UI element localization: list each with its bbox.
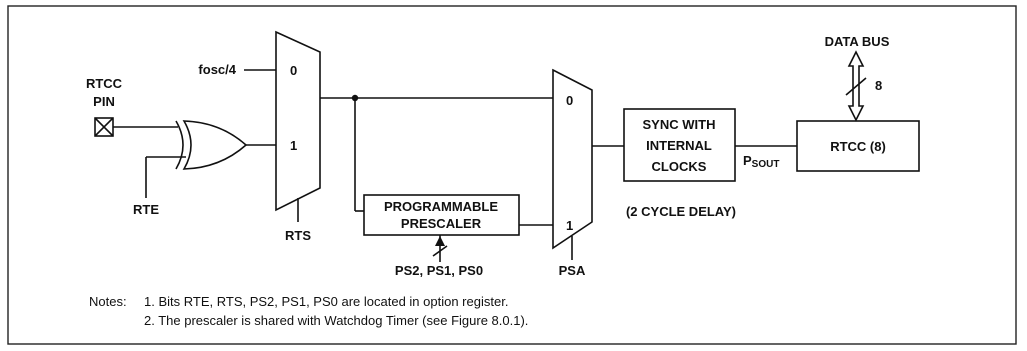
prescaler-box [363, 194, 520, 236]
mux-psa-input1-label: 1 [566, 218, 573, 233]
mux-psa [552, 68, 593, 250]
sync-label-line3: CLOCKS [652, 159, 707, 174]
note-2: 2. The prescaler is shared with Watchdog… [144, 313, 528, 328]
sync-delay-note: (2 CYCLE DELAY) [626, 204, 736, 219]
rtcc-register-label: RTCC (8) [830, 139, 886, 154]
note-1: 1. Bits RTE, RTS, PS2, PS1, PS0 are loca… [144, 294, 508, 309]
prescaler-control-arrow-icon [432, 235, 448, 262]
prescaler-label-line2: PRESCALER [401, 216, 482, 231]
mux-rts-input1-label: 1 [290, 138, 297, 153]
rtcc-register-box [796, 120, 920, 172]
psout-label: PSOUT [743, 153, 779, 170]
psa-label: PSA [559, 263, 586, 278]
rte-label: RTE [133, 202, 159, 217]
sync-label-line2: INTERNAL [646, 138, 712, 153]
prescaler-label-line1: PROGRAMMABLE [384, 199, 498, 214]
xor-gate [175, 120, 248, 170]
figure-frame [7, 5, 1017, 345]
data-bus-width-label: 8 [875, 78, 882, 93]
rtcc-pin-label-line1: RTCC [86, 76, 123, 91]
fosc-label: fosc/4 [198, 62, 236, 77]
sync-box [623, 108, 736, 182]
data-bus-bidirectional-arrow-icon [845, 50, 867, 122]
data-bus-label: DATA BUS [825, 34, 890, 49]
rts-label: RTS [285, 228, 311, 243]
notes-heading: Notes: [89, 294, 127, 309]
prescaler-control-label: PS2, PS1, PS0 [395, 263, 483, 278]
rtcc-pin-label-line2: PIN [93, 94, 115, 109]
mux-psa-input0-label: 0 [566, 93, 573, 108]
sync-label-line1: SYNC WITH [643, 117, 716, 132]
mux-rts [275, 30, 321, 212]
rtcc-pin-icon [94, 117, 114, 137]
mux-rts-input0-label: 0 [290, 63, 297, 78]
